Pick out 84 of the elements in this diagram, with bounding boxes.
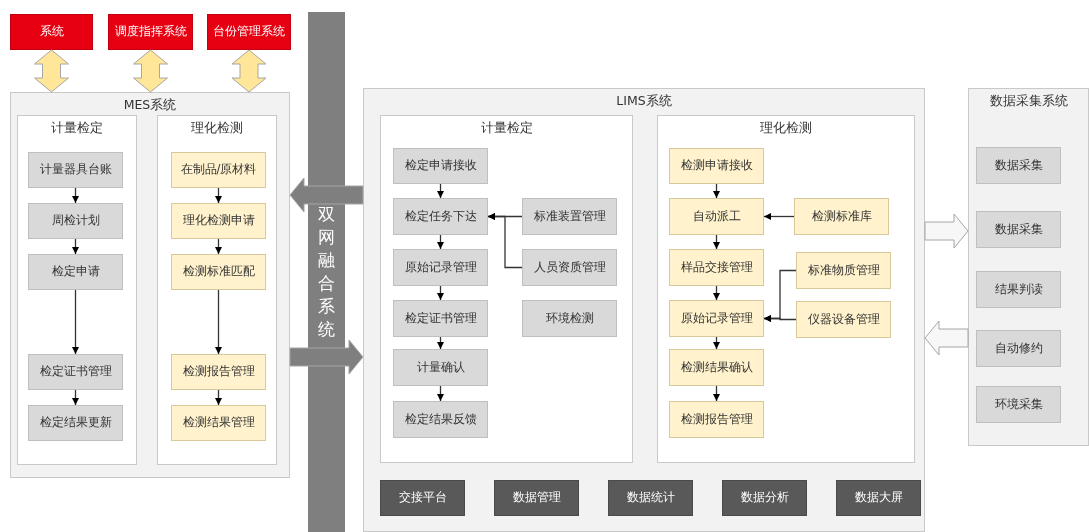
process-box: 结果判读 [976,271,1061,308]
arrow [487,213,523,269]
module-panel [17,115,137,465]
arrow [437,385,444,402]
arrow [713,285,720,301]
process-box: 环境检测 [522,300,617,337]
arrow [72,187,79,204]
process-box: 环境采集 [976,386,1061,423]
integration-bar: 双网融合系统 [308,12,345,532]
process-box: 自动派工 [669,198,764,235]
process-box: 检测结果确认 [669,349,764,386]
process-box: 仪器设备管理 [796,301,891,338]
process-box: 检定结果更新 [28,405,123,441]
system-panel [10,92,290,478]
process-box: 检测申请接收 [669,148,764,184]
module-panel [657,115,915,463]
arrow [713,183,720,199]
block-arrow [289,339,364,375]
arrow [437,336,444,350]
system-box: 台份管理系统 [207,14,291,50]
process-box: 检定任务下达 [393,198,488,235]
function-box: 数据管理 [494,480,579,516]
panel-title: 理化检测 [759,120,813,137]
panel-title: 理化检测 [190,120,244,137]
process-box: 检测结果管理 [171,405,266,441]
arrow [72,389,79,406]
panel-title: MES系统 [122,97,178,114]
block-arrow [924,320,969,356]
arrow [437,234,444,250]
arrow [215,187,222,204]
process-box: 原始记录管理 [669,300,764,337]
arrow [215,389,222,406]
process-box: 检测标准库 [794,198,889,235]
arrow [437,183,444,199]
process-box: 检测标准匹配 [171,254,266,290]
arrow [763,213,795,220]
process-box: 计量器具台账 [28,152,123,188]
process-box: 计量确认 [393,349,488,386]
panel-title: 计量检定 [479,120,534,137]
arrow [72,238,79,255]
process-box: 原始记录管理 [393,249,488,286]
module-panel [380,115,633,463]
process-box: 在制品/原材料 [171,152,266,188]
arrow [215,289,222,355]
process-box: 数据采集 [976,147,1061,184]
process-box: 检定证书管理 [28,354,123,390]
arrow [437,285,444,301]
system-box: 调度指挥系统 [108,14,193,50]
system-box: 系统 [10,14,93,50]
process-box: 理化检测申请 [171,203,266,239]
process-box: 检定申请 [28,254,123,290]
function-box: 交接平台 [380,480,465,516]
module-panel [157,115,277,465]
arrow [215,238,222,255]
process-box: 自动修约 [976,330,1061,367]
arrow [72,289,79,355]
system-panel [968,88,1089,446]
function-box: 数据统计 [608,480,693,516]
block-arrow [34,49,69,93]
function-box: 数据大屏 [836,480,921,516]
arrow [713,234,720,250]
arrow [713,336,720,350]
block-arrow [924,213,969,249]
process-box: 检测报告管理 [669,401,764,438]
block-arrow [133,49,168,93]
block-arrow [231,49,267,93]
function-box: 数据分析 [722,480,807,516]
block-arrow [289,177,364,213]
process-box: 标准物质管理 [796,252,891,289]
process-box: 检定申请接收 [393,148,488,184]
process-box: 人员资质管理 [522,249,617,286]
arrow [763,315,797,322]
panel-title: LIMS系统 [615,93,673,110]
panel-title: 计量检定 [50,120,104,137]
process-box: 标准装置管理 [522,198,617,235]
process-box: 检定结果反馈 [393,401,488,438]
process-box: 样品交接管理 [669,249,764,286]
process-box: 周检计划 [28,203,123,239]
process-box: 数据采集 [976,211,1061,248]
panel-title: 数据采集系统 [988,93,1069,110]
arrow [713,385,720,402]
process-box: 检测报告管理 [171,354,266,390]
process-box: 检定证书管理 [393,300,488,337]
system-panel [363,88,925,532]
